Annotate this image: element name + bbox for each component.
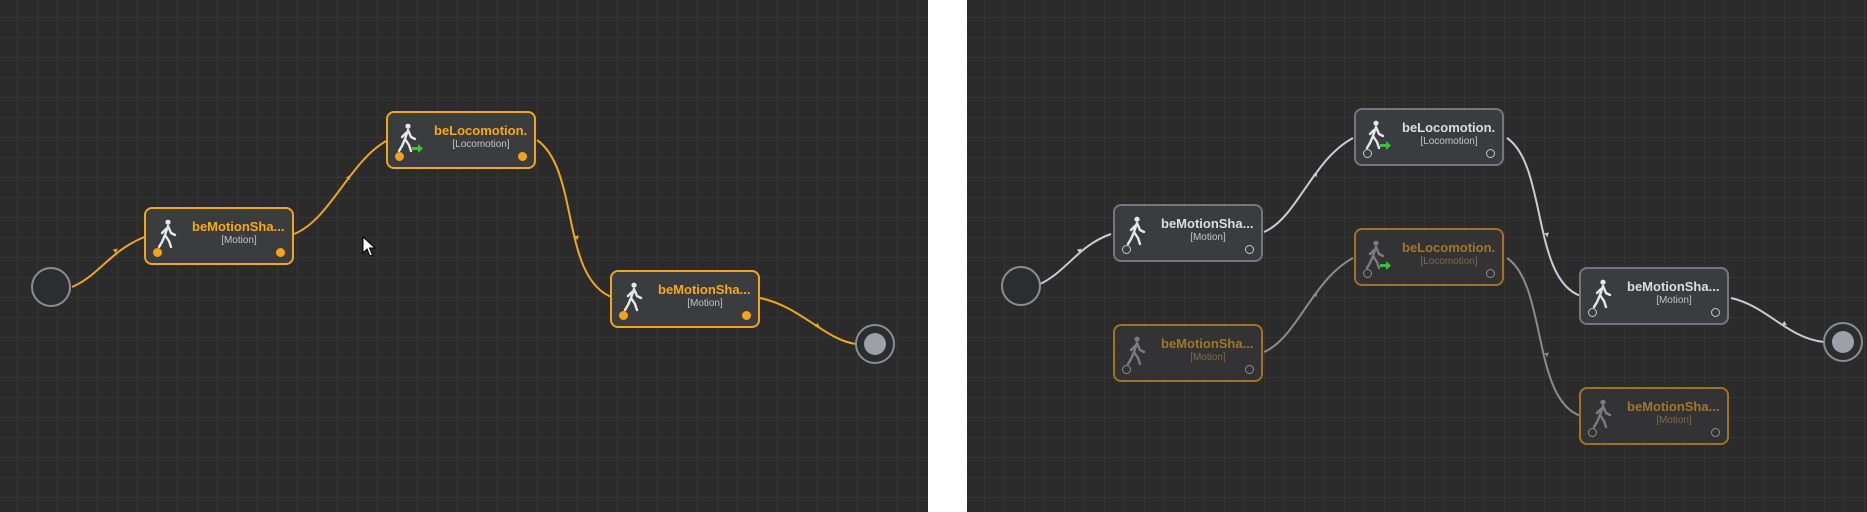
connection-layer-right bbox=[1037, 137, 1825, 417]
locomotion-node[interactable]: beLocomotion... [Locomotion] bbox=[386, 111, 536, 169]
output-port[interactable] bbox=[518, 152, 527, 161]
node-subtitle: [Motion] bbox=[221, 235, 257, 246]
motion-node[interactable]: beMotionSha... [Motion] bbox=[144, 207, 294, 265]
connection-locomotion-to-motion-2[interactable] bbox=[536, 139, 615, 299]
output-port[interactable] bbox=[1486, 269, 1495, 278]
connection-arrow bbox=[1076, 248, 1082, 254]
walking-figure-icon bbox=[154, 219, 182, 249]
node-subtitle: [Motion] bbox=[687, 298, 723, 309]
output-port[interactable] bbox=[1486, 149, 1495, 158]
output-port[interactable] bbox=[1711, 308, 1720, 317]
input-port[interactable] bbox=[1363, 269, 1372, 278]
output-port[interactable] bbox=[1245, 245, 1254, 254]
connection-entry-to-motion-1[interactable] bbox=[1037, 233, 1112, 286]
output-port[interactable] bbox=[276, 248, 285, 257]
node-title: beMotionSha... bbox=[192, 219, 285, 234]
input-port[interactable] bbox=[1588, 308, 1597, 317]
graph-canvas-right[interactable]: beMotionSha... [Motion] beLocomotion... … bbox=[967, 0, 1867, 512]
connection-ghost-locomotion-to-motion[interactable] bbox=[1506, 257, 1582, 417]
exit-node[interactable] bbox=[1823, 322, 1863, 362]
connection-ghost-motion-to-locomotion[interactable] bbox=[1263, 257, 1354, 353]
node-title: beMotionSha... bbox=[1627, 279, 1720, 294]
node-subtitle: [Motion] bbox=[1656, 415, 1692, 426]
connection-motion-1-to-locomotion[interactable] bbox=[293, 139, 389, 235]
node-subtitle: [Motion] bbox=[1190, 352, 1226, 363]
mouse-cursor-icon bbox=[362, 236, 376, 257]
connection-entry-to-motion-1[interactable] bbox=[71, 235, 148, 288]
motion-node[interactable]: beMotionSha... [Motion] bbox=[610, 270, 760, 328]
locomotion-node[interactable]: beLocomotion... [Locomotion] bbox=[1354, 108, 1504, 166]
walking-figure-icon bbox=[1123, 216, 1151, 246]
node-title: beMotionSha... bbox=[1627, 399, 1720, 414]
input-port[interactable] bbox=[1122, 365, 1131, 374]
walking-figure-icon bbox=[1589, 399, 1617, 429]
exit-node-core bbox=[864, 333, 886, 355]
motion-node[interactable]: beMotionSha... [Motion] bbox=[1113, 204, 1263, 262]
node-title: beLocomotion... bbox=[1402, 240, 1496, 255]
connection-arrow bbox=[1781, 320, 1787, 326]
exit-node[interactable] bbox=[855, 324, 895, 364]
ghost-locomotion-node[interactable]: beLocomotion... [Locomotion] bbox=[1354, 228, 1504, 286]
walking-figure-icon bbox=[620, 282, 648, 312]
connection-motion-2-to-exit[interactable] bbox=[759, 297, 857, 345]
input-port[interactable] bbox=[1363, 149, 1372, 158]
exit-node-core bbox=[1832, 331, 1854, 353]
ghost-motion-node[interactable]: beMotionSha... [Motion] bbox=[1113, 324, 1263, 382]
node-title: beLocomotion... bbox=[1402, 120, 1496, 135]
walking-figure-locomotion-icon bbox=[1364, 240, 1392, 270]
node-subtitle: [Locomotion] bbox=[452, 139, 510, 150]
graph-canvas-left[interactable]: beMotionSha... [Motion] beLocomotion... … bbox=[0, 0, 928, 512]
walking-figure-locomotion-icon bbox=[1364, 120, 1392, 150]
entry-node[interactable] bbox=[31, 267, 71, 307]
walking-figure-locomotion-icon bbox=[396, 123, 424, 153]
ghost-motion-node[interactable]: beMotionSha... [Motion] bbox=[1579, 387, 1729, 445]
node-subtitle: [Locomotion] bbox=[1420, 136, 1478, 147]
node-title: beMotionSha... bbox=[1161, 216, 1254, 231]
node-title: beMotionSha... bbox=[1161, 336, 1254, 351]
connection-motion-2-to-exit[interactable] bbox=[1730, 297, 1825, 343]
input-port[interactable] bbox=[395, 152, 404, 161]
connection-arrow bbox=[112, 248, 118, 254]
node-title: beMotionSha... bbox=[658, 282, 751, 297]
connection-locomotion-to-motion-2[interactable] bbox=[1506, 137, 1582, 297]
output-port[interactable] bbox=[1711, 428, 1720, 437]
input-port[interactable] bbox=[1122, 245, 1131, 254]
connection-layer-left bbox=[71, 139, 857, 345]
entry-node[interactable] bbox=[1001, 266, 1041, 306]
connection-motion-1-to-locomotion[interactable] bbox=[1263, 137, 1354, 233]
input-port[interactable] bbox=[619, 311, 628, 320]
node-subtitle: [Motion] bbox=[1190, 232, 1226, 243]
walking-figure-icon bbox=[1123, 336, 1151, 366]
output-port[interactable] bbox=[1245, 365, 1254, 374]
motion-node[interactable]: beMotionSha... [Motion] bbox=[1579, 267, 1729, 325]
node-subtitle: [Locomotion] bbox=[1420, 256, 1478, 267]
input-port[interactable] bbox=[1588, 428, 1597, 437]
node-title: beLocomotion... bbox=[434, 123, 528, 138]
walking-figure-icon bbox=[1589, 279, 1617, 309]
node-subtitle: [Motion] bbox=[1656, 295, 1692, 306]
output-port[interactable] bbox=[742, 311, 751, 320]
input-port[interactable] bbox=[153, 248, 162, 257]
